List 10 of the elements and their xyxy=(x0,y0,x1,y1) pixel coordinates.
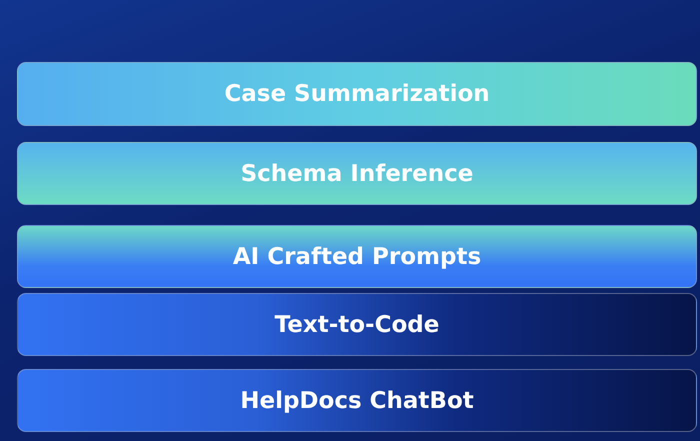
layer-label: Case Summarization xyxy=(224,81,490,107)
layer-bar xyxy=(17,142,697,205)
layer-bar xyxy=(17,225,697,288)
layer-bar xyxy=(17,293,697,356)
layer-label: HelpDocs ChatBot xyxy=(240,388,474,414)
layer-label: Text-to-Code xyxy=(274,312,440,338)
layer-bar xyxy=(17,369,697,432)
layer-bar xyxy=(17,62,697,126)
layer-label: Schema Inference xyxy=(240,160,474,186)
layer-label: AI Crafted Prompts xyxy=(232,244,482,270)
